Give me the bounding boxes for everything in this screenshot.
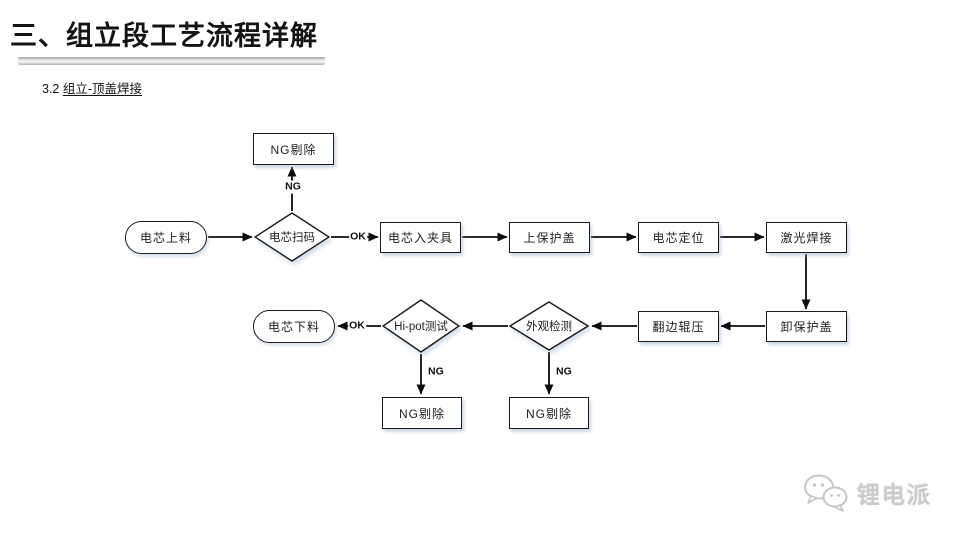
flow-node-upper-protect-cover: 上保护盖 <box>509 222 590 253</box>
flow-node-ng-reject-bottom-right: NG剔除 <box>509 397 589 429</box>
flow-node-label: NG剔除 <box>525 406 572 421</box>
flow-node-label: 电芯上料 <box>139 231 192 245</box>
flow-node-label: 电芯定位 <box>652 231 705 245</box>
flow-node-remove-protect-cover: 卸保护盖 <box>766 311 847 342</box>
flow-node-label: 电芯扫码 <box>269 232 315 244</box>
flow-node-label: 外观检测 <box>526 321 572 333</box>
flow-node-label: 上保护盖 <box>523 231 576 245</box>
diamond-shape <box>254 212 330 262</box>
flow-node-label: NG剔除 <box>270 142 317 157</box>
slide-subtitle: 3.2 组立-顶盖焊接 <box>42 78 142 97</box>
flow-node-label: 翻边辊压 <box>652 320 705 334</box>
flow-node-hipot-test: Hi-pot测试 <box>382 299 460 353</box>
flow-node-label: 激光焊接 <box>780 231 833 245</box>
flow-node-cell-positioning: 电芯定位 <box>638 222 719 253</box>
edge-label-ok-cell-scan-to-cell-into-fixture: OK <box>349 230 367 244</box>
flow-node-cell-loading: 电芯上料 <box>125 221 207 254</box>
flow-node-cell-scan: 电芯扫码 <box>254 212 330 262</box>
diamond-shape <box>509 301 589 351</box>
flow-node-laser-welding: 激光焊接 <box>766 222 847 253</box>
flow-node-cell-into-fixture: 电芯入夹具 <box>380 222 461 253</box>
flow-node-label: Hi-pot测试 <box>394 321 448 333</box>
slide-title: 三、组立段工艺流程详解 <box>10 21 318 51</box>
flow-node-label: NG剔除 <box>398 406 445 421</box>
flow-node-ng-reject-bottom-left: NG剔除 <box>382 397 462 429</box>
wechat-bubbles-icon <box>804 474 848 512</box>
flow-node-cell-unloading: 电芯下料 <box>253 310 335 343</box>
flow-node-label: 电芯入夹具 <box>387 231 453 245</box>
edge-label-ok-hipot-test-to-cell-unloading: OK <box>348 319 366 333</box>
edge-label-ng-hipot-test-to-ng-reject-bottom-left: NG <box>427 365 445 379</box>
watermark: 锂电派 <box>802 472 932 514</box>
flow-node-ng-reject-top: NG剔除 <box>253 133 334 165</box>
watermark-text: 锂电派 <box>857 482 932 508</box>
title-underline-bar <box>18 57 325 65</box>
flow-node-label: 电芯下料 <box>267 320 320 334</box>
diamond-shape <box>382 299 460 353</box>
subtitle-text: 组立-顶盖焊接 <box>62 82 143 96</box>
flow-node-label: 卸保护盖 <box>780 320 833 334</box>
edge-label-ng-appearance-inspection-to-ng-reject-bottom-right: NG <box>555 365 573 379</box>
flow-node-flanging-rolling: 翻边辊压 <box>638 311 719 342</box>
flow-node-appearance-inspection: 外观检测 <box>509 301 589 351</box>
subtitle-number: 3.2 <box>42 82 63 96</box>
edge-label-ng-cell-scan-to-ng-reject-top: NG <box>284 180 302 194</box>
